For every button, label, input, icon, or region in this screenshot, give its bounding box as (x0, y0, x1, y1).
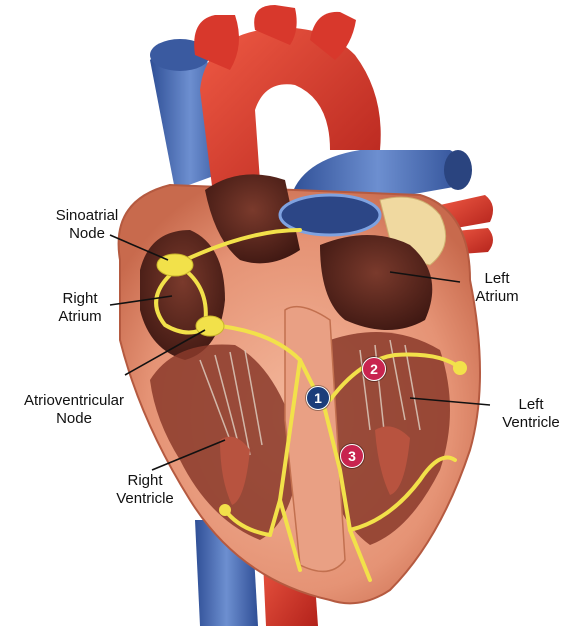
label-sinoatrial-node: Sinoatrial Node (32, 207, 142, 243)
label-atrioventricular-node: Atrioventricular Node (4, 392, 144, 428)
label-left-ventricle: Left Ventricle (490, 396, 572, 432)
marker-1: 1 (306, 386, 330, 410)
label-right-atrium: Right Atrium (40, 290, 120, 326)
marker-2: 2 (362, 357, 386, 381)
label-right-ventricle: Right Ventricle (100, 472, 190, 508)
label-left-atrium: Left Atrium (462, 270, 532, 306)
marker-3: 3 (340, 444, 364, 468)
